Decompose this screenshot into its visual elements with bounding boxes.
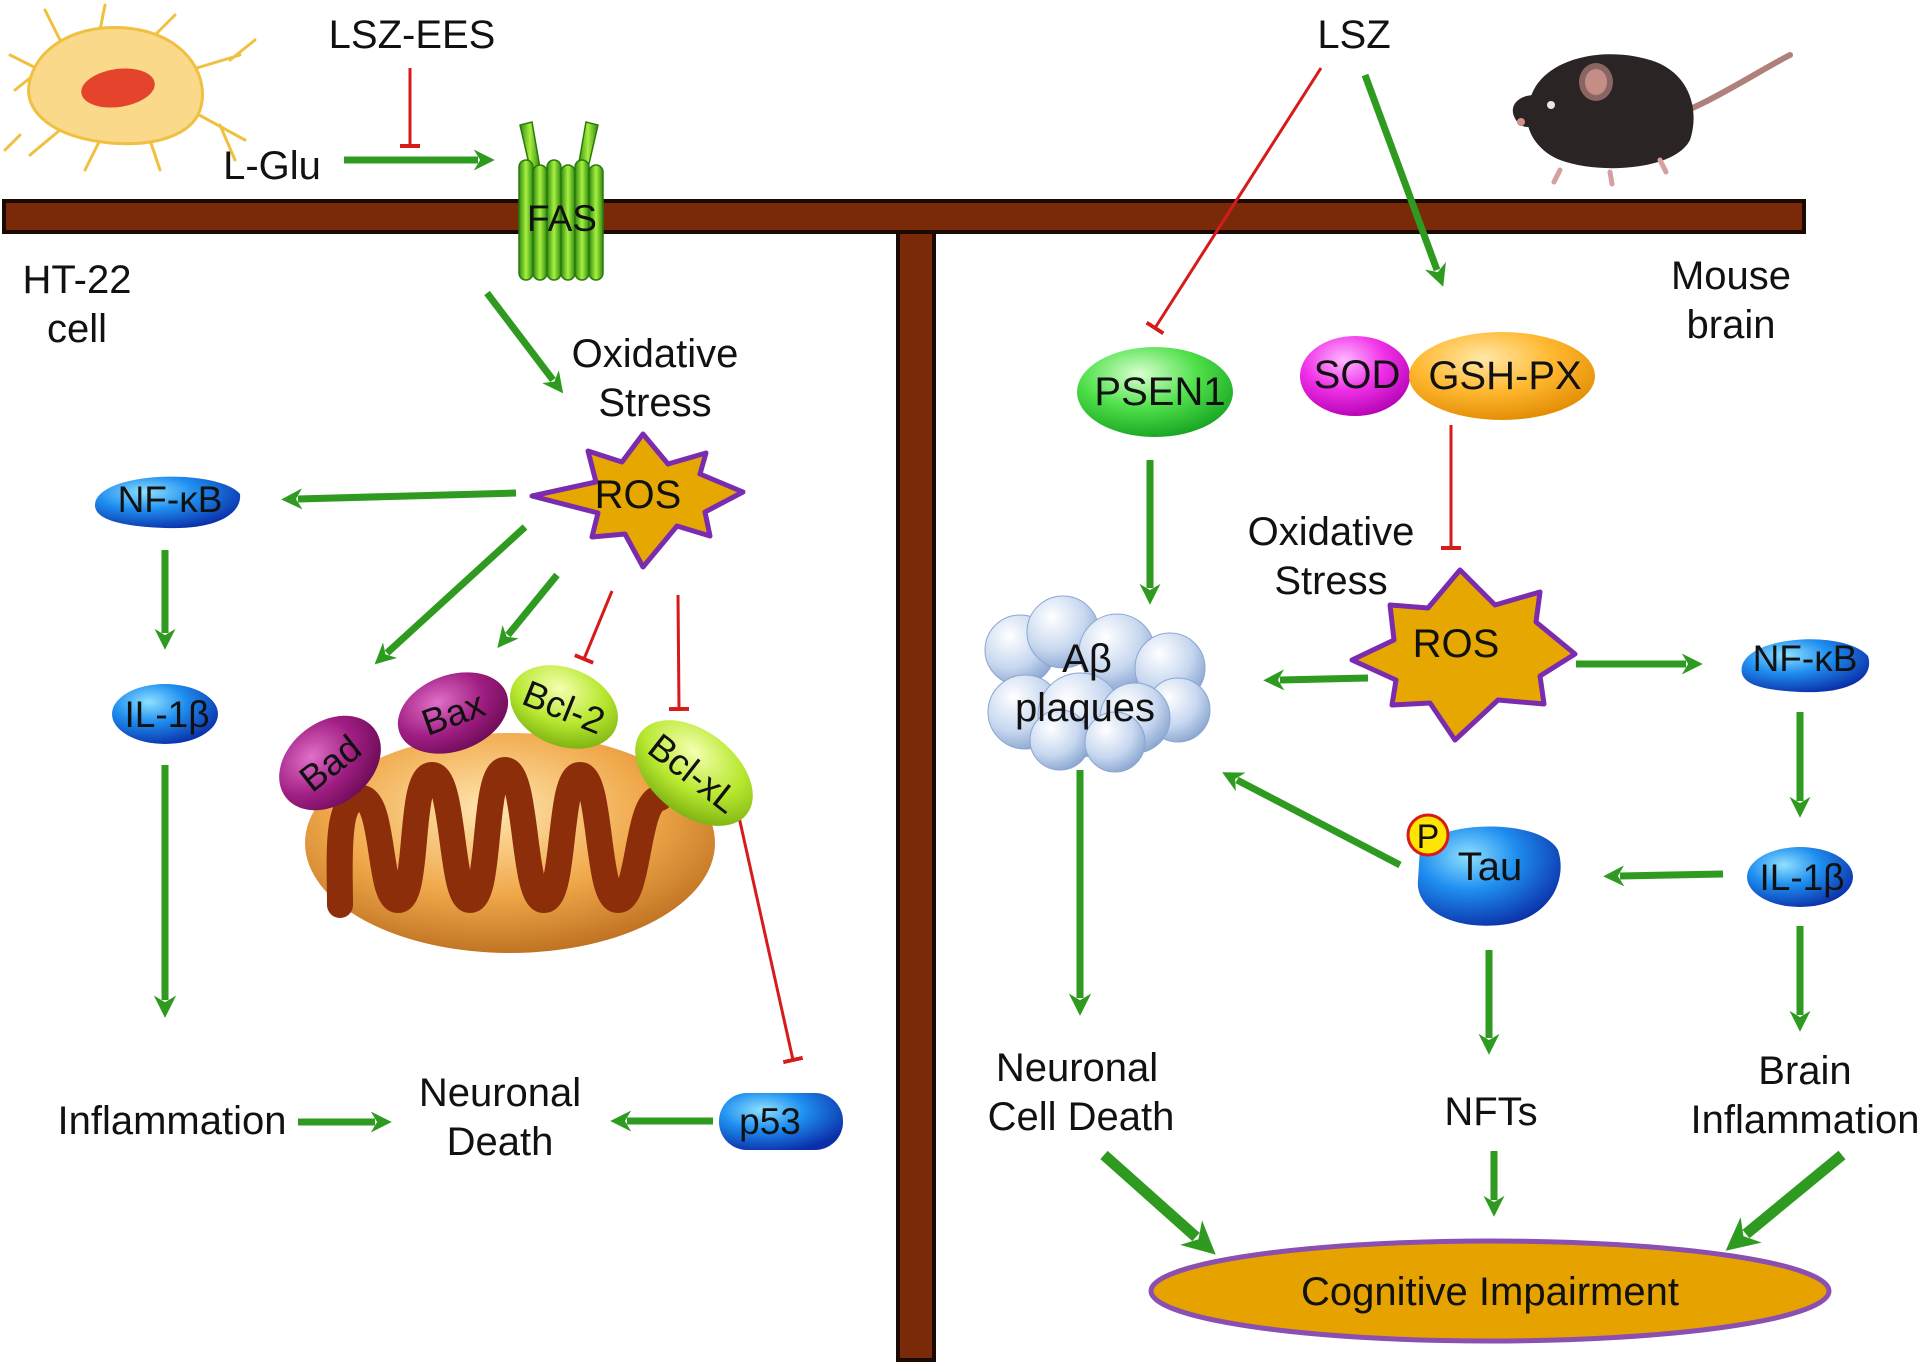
- oxidative-stress-left-line1: Oxidative: [572, 332, 739, 376]
- cognitive-impairment-label: Cognitive Impairment: [1301, 1270, 1679, 1314]
- left-nodes: LSZ-EES L-Glu FAS HT-22 cell Oxidative S…: [23, 13, 843, 1164]
- right-connectors: [1068, 67, 1846, 1255]
- p53-node: p53: [719, 1093, 843, 1150]
- psen1-node: PSEN1: [1077, 347, 1233, 437]
- nfkb-right-node: NF-κB: [1741, 638, 1870, 693]
- cell-membrane: [2, 199, 1806, 1362]
- lsz-ees-label: LSZ-EES: [329, 13, 496, 57]
- bcl2-node: Bcl-2: [510, 665, 618, 749]
- il1b-left-node: IL-1β: [112, 684, 218, 744]
- mouse-brain-line1: Mouse: [1671, 254, 1791, 298]
- il1b-right-node: IL-1β: [1747, 847, 1853, 907]
- ros-right-label: ROS: [1413, 622, 1500, 666]
- oxidative-stress-left-line2: Stress: [598, 381, 711, 425]
- ros-left-label: ROS: [595, 473, 682, 517]
- bax-node: Bax: [397, 672, 509, 754]
- nfkb-left-node: NF-κB: [94, 476, 241, 529]
- abeta-label-line2: plaques: [1015, 686, 1155, 730]
- lsz-label: LSZ: [1317, 13, 1390, 57]
- p53-label: p53: [739, 1101, 801, 1142]
- brain-inflammation-line1: Brain: [1758, 1049, 1851, 1093]
- ros-left-node: ROS: [529, 431, 746, 570]
- mitochondrion-icon: [305, 733, 715, 953]
- ht22-label-line2: cell: [47, 307, 107, 351]
- nfts-label: NFTs: [1444, 1090, 1537, 1134]
- ht22-label-line1: HT-22: [23, 258, 132, 302]
- gshpx-label: GSH-PX: [1428, 354, 1581, 398]
- neuronal-death-line2: Death: [447, 1120, 554, 1164]
- neuronal-death-line1: Neuronal: [419, 1071, 581, 1115]
- tau-node: Tau P: [1406, 813, 1561, 926]
- left-connectors: [153, 68, 804, 1133]
- bclxl-node: Bcl-xL: [635, 720, 753, 826]
- phosphorylation-label: P: [1417, 818, 1440, 856]
- right-nodes: LSZ Mouse brain PSEN1 SOD GSH-PX Oxidati…: [984, 13, 1920, 1344]
- nfkb-right-label: NF-κB: [1753, 638, 1858, 679]
- inflammation-left-label: Inflammation: [58, 1099, 287, 1143]
- il1b-right-label: IL-1β: [1759, 857, 1844, 898]
- mouse-brain-line2: brain: [1687, 303, 1776, 347]
- oxidative-stress-right-line2: Stress: [1274, 559, 1387, 603]
- sod-label: SOD: [1314, 353, 1401, 397]
- tau-label: Tau: [1458, 845, 1523, 889]
- bad-node: Bad: [279, 715, 381, 811]
- nfkb-left-label: NF-κB: [118, 479, 223, 520]
- ros-right-node: ROS: [1349, 567, 1578, 743]
- oxidative-stress-right-line1: Oxidative: [1248, 510, 1415, 554]
- l-glu-label: L-Glu: [223, 144, 321, 188]
- abeta-label-line1: Aβ: [1062, 637, 1112, 681]
- gshpx-node: GSH-PX: [1409, 332, 1595, 420]
- fas-label: FAS: [527, 198, 597, 239]
- abeta-plaques-node: Aβ plaques: [984, 595, 1211, 773]
- il1b-left-label: IL-1β: [124, 694, 209, 735]
- fas-receptor-icon: [518, 121, 604, 281]
- sod-node: SOD: [1300, 336, 1410, 416]
- neuronal-cell-death-line2: Cell Death: [988, 1095, 1175, 1139]
- brain-inflammation-line2: Inflammation: [1691, 1098, 1920, 1142]
- psen1-label: PSEN1: [1094, 370, 1225, 414]
- mouse-icon: [1512, 52, 1793, 187]
- phosphorylation-badge: P: [1406, 813, 1450, 857]
- neuronal-cell-death-line1: Neuronal: [996, 1046, 1158, 1090]
- cognitive-impairment-node: Cognitive Impairment: [1148, 1238, 1832, 1344]
- neuron-cell-icon: [3, 3, 257, 172]
